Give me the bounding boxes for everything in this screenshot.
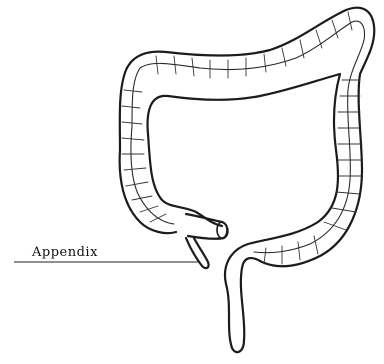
colon-outer-outline [120, 8, 375, 352]
ileum-opening [217, 222, 227, 238]
appendix-organ [186, 238, 209, 268]
colon-inner-line [131, 21, 365, 253]
appendix-label: Appendix [31, 245, 98, 260]
haustra-ascending [122, 90, 166, 222]
